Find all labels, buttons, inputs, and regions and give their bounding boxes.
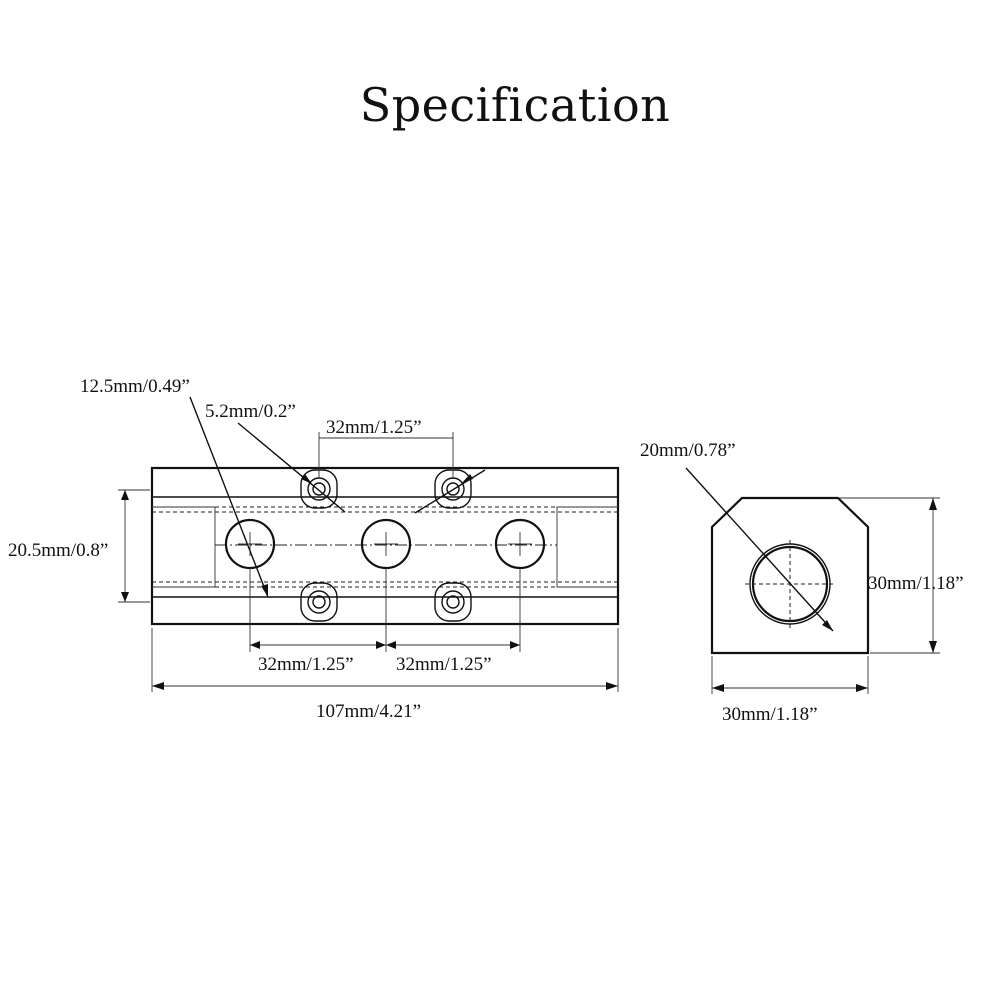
label-spacing-right: 32mm/1.25” bbox=[396, 654, 492, 675]
label-top-hole-spacing: 32mm/1.25” bbox=[326, 417, 422, 438]
leader-nut bbox=[414, 469, 486, 514]
dim-arrow bbox=[929, 641, 937, 653]
large-hole-right bbox=[494, 518, 546, 570]
label-side-width: 30mm/1.18” bbox=[722, 704, 818, 725]
dim-arrow bbox=[121, 490, 129, 500]
dim-arrow bbox=[712, 684, 724, 692]
label-screw-hole: 5.2mm/0.2” bbox=[205, 401, 296, 422]
label-bore: 20mm/0.78” bbox=[640, 440, 736, 461]
large-hole-left bbox=[224, 518, 276, 570]
dim-arrow bbox=[121, 592, 129, 602]
front-body-outline bbox=[150, 466, 620, 626]
label-housing-diameter: 12.5mm/0.49” bbox=[80, 376, 190, 397]
leader-arrow bbox=[461, 474, 473, 484]
dim-arrow bbox=[856, 684, 868, 692]
dim-arrow bbox=[250, 641, 260, 649]
leader-arrow bbox=[822, 620, 833, 631]
leader-arrow bbox=[301, 474, 312, 484]
dim-arrow bbox=[152, 682, 164, 690]
page-title: Specification bbox=[359, 78, 671, 132]
dim-arrow bbox=[386, 641, 396, 649]
screw-hole-bottom-left bbox=[300, 582, 338, 622]
screw-hole-bottom-right bbox=[434, 582, 472, 622]
dim-arrow bbox=[606, 682, 618, 690]
label-length: 107mm/4.21” bbox=[316, 701, 421, 722]
leader-arrow bbox=[261, 584, 268, 597]
dim-arrow bbox=[376, 641, 386, 649]
leader-bore bbox=[685, 467, 834, 632]
label-height: 20.5mm/0.8” bbox=[8, 540, 108, 561]
right-recess bbox=[556, 506, 618, 588]
large-hole-middle bbox=[360, 518, 412, 570]
side-view: 20mm/0.78” 30mm/1.18” 30mm/1.18” bbox=[640, 440, 964, 725]
leader-housing-diameter bbox=[189, 396, 269, 598]
dim-arrow bbox=[510, 641, 520, 649]
label-side-height: 30mm/1.18” bbox=[868, 573, 964, 594]
label-spacing-left: 32mm/1.25” bbox=[258, 654, 354, 675]
left-recess bbox=[152, 506, 216, 588]
side-body-outline bbox=[710, 496, 870, 655]
dim-arrow bbox=[929, 498, 937, 510]
leader-screw-hole bbox=[237, 422, 346, 513]
front-view: 12.5mm/0.49” 5.2mm/0.2” 32mm/1.25” 20.5m… bbox=[8, 376, 620, 722]
